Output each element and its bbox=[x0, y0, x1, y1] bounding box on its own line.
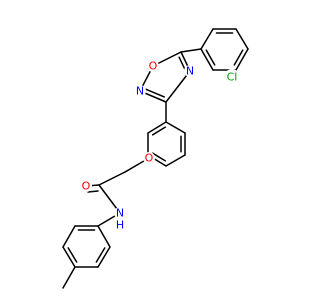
central-phenyl-double-bond bbox=[151, 126, 167, 136]
chlorophenyl-double-bond bbox=[205, 49, 216, 66]
chlorophenyl-ring-bond bbox=[235, 28, 249, 50]
aryl-oxadiazole-bond bbox=[180, 48, 202, 53]
atom-n-amide: N bbox=[114, 207, 126, 220]
central-phenyl-double-bond bbox=[151, 152, 167, 162]
atom-o-ring: O bbox=[147, 60, 159, 73]
central-phenyl-bond bbox=[165, 121, 186, 134]
tolyl-ring-bond bbox=[97, 246, 111, 268]
chlorophenyl-ring-bond bbox=[235, 48, 249, 71]
atom-o-ether: O bbox=[143, 152, 155, 165]
oxadiazole-oxygen-label: O bbox=[149, 60, 158, 73]
carbonyl-double-bond-inner bbox=[87, 190, 99, 193]
ether-oxygen-label: O bbox=[145, 152, 154, 165]
oxadiazole-double-bond bbox=[145, 88, 165, 98]
atom-o-carbonyl: O bbox=[80, 180, 92, 193]
chlorophenyl-ring-bond bbox=[200, 48, 214, 71]
atom-cl: Cl bbox=[224, 69, 240, 85]
atom-n-ring4: N bbox=[184, 65, 196, 78]
amide-nitrogen-label: N bbox=[116, 207, 124, 220]
carbonyl-oxygen-label: O bbox=[82, 180, 91, 193]
atom-layer: Cl O N N O O N H bbox=[80, 60, 240, 232]
atom-n-ring2: N bbox=[134, 85, 146, 98]
tolyl-ring-bond bbox=[62, 225, 76, 248]
methyl-bond bbox=[62, 266, 76, 289]
tolyl-ring-bond bbox=[62, 246, 76, 268]
tolyl-double-bond bbox=[67, 247, 78, 263]
chlorine-label: Cl bbox=[227, 71, 238, 84]
oxadiazole-n2-label: N bbox=[136, 85, 144, 98]
oxadiazole-n4-label: N bbox=[186, 65, 194, 78]
atom-h-amide: H bbox=[115, 219, 125, 232]
ch2-carbonyl-bond bbox=[98, 171, 126, 186]
amide-hydrogen-label: H bbox=[116, 219, 124, 232]
central-phenyl-bond bbox=[147, 121, 167, 134]
oxadiazole-bond bbox=[165, 70, 191, 103]
central-phenyl-bond bbox=[165, 154, 186, 167]
oxadiazole-double-bond bbox=[178, 56, 187, 72]
tolyl-double-bond bbox=[95, 247, 106, 263]
tolyl-ring-bond bbox=[97, 225, 111, 248]
molecule-structure: Cl O N N O O N H bbox=[62, 28, 249, 289]
chlorophenyl-ring-bond bbox=[200, 28, 214, 50]
chlorophenyl-double-bond bbox=[233, 49, 244, 66]
